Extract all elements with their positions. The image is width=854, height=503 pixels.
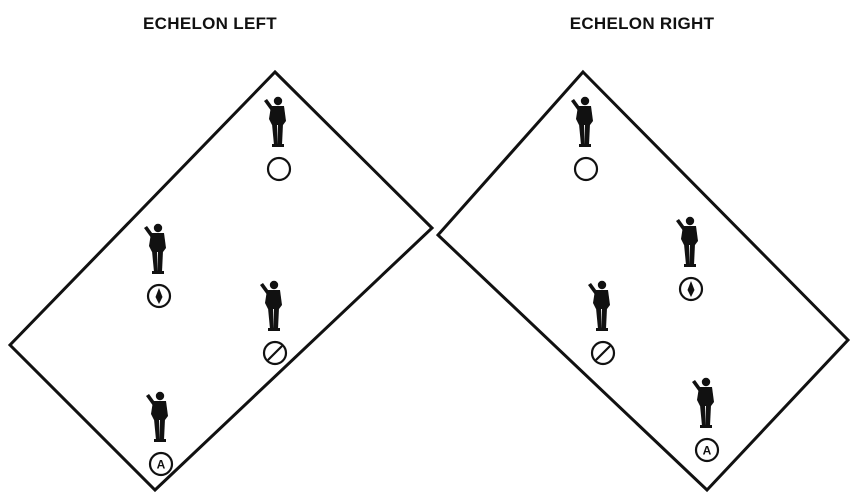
soldier-figure-left-1 (264, 97, 286, 147)
soldier-figure-right-4 (692, 378, 714, 428)
soldier-figure-right-3 (588, 281, 610, 331)
echelon-right-formation-area (438, 72, 848, 490)
soldier-figure-right-1 (571, 97, 593, 147)
position-symbol-A-left: A (150, 453, 172, 475)
position-symbol-empty-right (575, 158, 597, 180)
position-symbol-slash-left (264, 342, 286, 364)
position-symbol-compass-right (680, 278, 702, 300)
soldier-figure-left-3 (260, 281, 282, 331)
soldier-figure-left-4 (146, 392, 168, 442)
soldier-figure-left-2 (144, 224, 166, 274)
svg-text:A: A (157, 458, 166, 472)
soldier-figure-right-2 (676, 217, 698, 267)
position-symbol-slash-right (592, 342, 614, 364)
position-symbol-A-right: A (696, 439, 718, 461)
position-symbol-empty-left (268, 158, 290, 180)
svg-text:A: A (703, 444, 712, 458)
position-symbol-compass-left (148, 285, 170, 307)
echelon-left-formation-area (10, 72, 432, 490)
